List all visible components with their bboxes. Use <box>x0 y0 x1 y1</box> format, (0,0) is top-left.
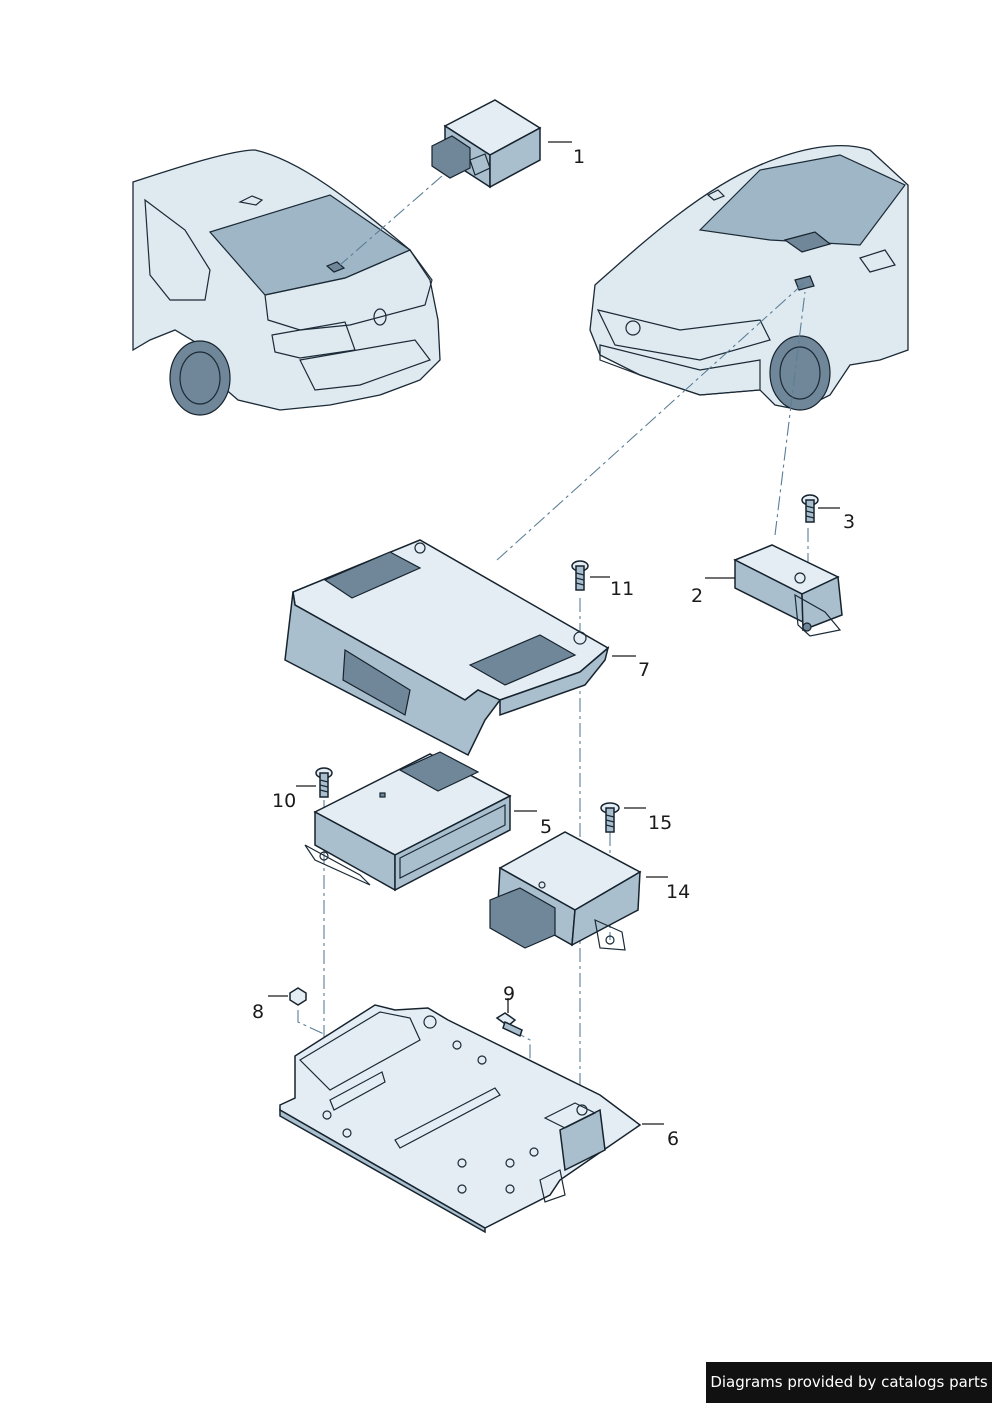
callout-9: 9 <box>503 983 515 1005</box>
callout-8: 8 <box>252 1001 264 1023</box>
callout-2: 2 <box>691 585 703 607</box>
part-15-screw <box>600 802 620 833</box>
part-9-bolt <box>495 1012 523 1038</box>
callout-1: 1 <box>573 146 585 168</box>
car-rear-view <box>132 149 441 416</box>
part-8-nut <box>289 987 307 1006</box>
callout-7: 7 <box>638 659 650 681</box>
footer-credit-banner: Diagrams provided by catalogs parts <box>706 1362 992 1403</box>
callout-10: 10 <box>272 790 296 812</box>
part-1-module <box>431 99 542 189</box>
callout-14: 14 <box>666 881 690 903</box>
callout-3: 3 <box>843 511 855 533</box>
part-11-screw <box>571 560 589 591</box>
leader-lines <box>268 141 840 1125</box>
part-2-module <box>733 544 843 637</box>
callout-5: 5 <box>540 816 552 838</box>
callout-6: 6 <box>667 1128 679 1150</box>
callout-11: 11 <box>610 578 634 600</box>
part-10-screw <box>315 767 333 798</box>
car-front-view <box>589 145 909 411</box>
part-14-module <box>489 831 642 951</box>
footer-credit-text: Diagrams provided by catalogs parts <box>710 1373 988 1391</box>
part-7-cover <box>284 539 610 757</box>
callout-15: 15 <box>648 812 672 834</box>
callout-labels: 1 2 3 11 7 10 5 15 14 8 9 6 <box>252 146 855 1150</box>
part-3-screw <box>801 494 819 523</box>
part-6-base-plate <box>279 1004 642 1234</box>
part-5-control-unit <box>304 751 512 892</box>
